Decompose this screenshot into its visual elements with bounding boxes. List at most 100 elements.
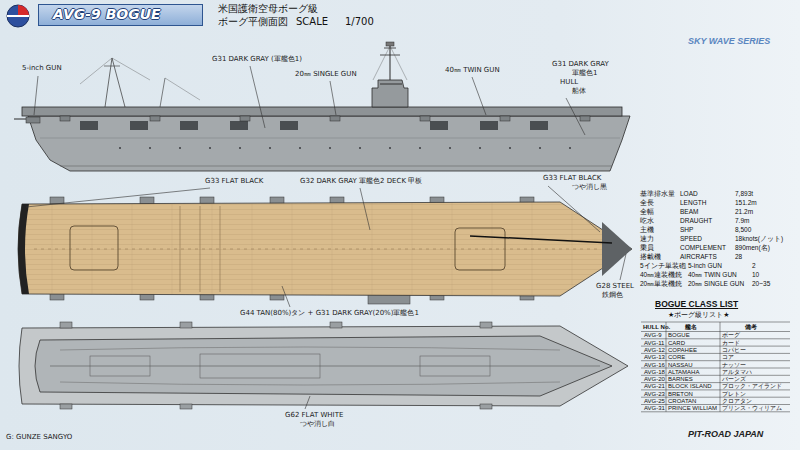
drawing-part	[641, 360, 790, 361]
drawing-part	[112, 58, 150, 80]
drawing-part	[149, 147, 151, 149]
drawing-part	[180, 404, 192, 409]
spec-cell: SPEED	[680, 235, 702, 242]
drawing-part	[34, 249, 598, 250]
class-list-cell: CORE	[668, 354, 685, 361]
drawing-part	[641, 382, 790, 383]
class-list-cell: クロアタン	[722, 398, 752, 405]
spec-cell: 吃水	[640, 217, 654, 224]
drawing-part	[720, 322, 721, 412]
drawing-part	[470, 236, 612, 243]
paint-callout: G62 FLAT WHITE	[285, 411, 343, 419]
title-band: AVG-9 BOGUE	[38, 4, 203, 26]
drawing-part	[18, 204, 29, 294]
drawing-part	[641, 353, 790, 354]
credit-text: G: GUNZE SANGYO	[6, 433, 72, 441]
drawing-part	[500, 116, 510, 121]
heading-text: 米国護衛空母ボーグ級	[218, 3, 318, 15]
drawing-part	[119, 147, 571, 149]
spec-cell: 20㎜単装機銃	[640, 280, 682, 287]
spec-cell: AIRCRAFTS	[680, 253, 717, 260]
drawing-part	[60, 347, 560, 350]
drawing-part	[666, 322, 667, 412]
drawing-part	[28, 116, 630, 171]
spec-cell: 7.9m	[735, 217, 749, 224]
spec-cell: 890men(名)	[735, 244, 770, 251]
drawing-part	[80, 58, 112, 84]
class-list-cell: AVG-12	[644, 347, 665, 354]
drawing-part	[40, 138, 620, 139]
paint-callout: 船体	[572, 87, 586, 95]
paint-callout: つや消し白	[300, 420, 335, 428]
drawing-part	[230, 121, 248, 130]
class-list-cell: ALTAMAHA	[668, 369, 699, 376]
drawing-part	[90, 356, 150, 376]
spec-cell: 7,893t	[735, 190, 753, 197]
paint-callout: G31 DARK GRAY	[552, 60, 609, 68]
drawing-part	[641, 375, 790, 376]
plan-view	[18, 197, 632, 304]
paint-callout: G44 TAN(80%)タン + G31 DARK GRAY(20%)軍艦色1	[240, 309, 419, 317]
spec-cell: 20㎜ SINGLE GUN	[688, 280, 744, 287]
class-list-cell: BRETON	[668, 391, 693, 398]
drawing-part	[305, 396, 310, 409]
drawing-part	[160, 78, 165, 107]
leader-lines	[26, 66, 626, 409]
spec-cell: BEAM	[680, 208, 698, 215]
drawing-part	[641, 404, 790, 405]
paint-callout: G33 FLAT BLACK	[205, 177, 263, 185]
drawing-part	[569, 147, 571, 149]
drawing-part	[449, 147, 451, 149]
table-subheading: ★ボーグ級リスト★	[668, 311, 730, 319]
spec-cell: 28	[735, 253, 742, 260]
drawing-part	[119, 147, 121, 149]
drawing-part	[7, 5, 29, 27]
drawing-part	[641, 338, 790, 339]
drawing-part	[26, 117, 40, 123]
drawing-part	[359, 147, 361, 149]
class-list-cell: PRINCE WILLIAM	[668, 405, 717, 412]
drawing-part	[384, 48, 396, 49]
drawing-part	[60, 322, 492, 409]
drawing-part	[641, 331, 790, 332]
class-list-cell: AVG-20	[644, 376, 665, 383]
drawing-part	[209, 147, 211, 149]
class-list-cell: AVG-31	[644, 405, 665, 412]
drawing-part	[566, 98, 585, 135]
drawing-part	[641, 389, 790, 390]
drawing-part	[200, 206, 201, 292]
class-list-cell: ボーグ	[722, 332, 740, 339]
spec-cell: DRAUGHT	[680, 217, 712, 224]
drawing-part	[386, 42, 394, 46]
maker-name: PIT-ROAD JAPAN	[688, 429, 763, 439]
spec-cell: 40㎜連装機銃	[640, 271, 682, 278]
class-list-cell: プリンス・ウィリアム	[722, 405, 782, 412]
drawing-part	[180, 121, 198, 130]
drawing-part	[620, 254, 626, 280]
class-list-cell: コア	[722, 354, 734, 361]
side-view	[14, 42, 630, 171]
class-list-cell: AVG-21	[644, 383, 665, 390]
spec-cell: SHP	[680, 226, 693, 233]
table-heading: BOGUE CLASS LIST	[655, 300, 738, 310]
drawing-part	[104, 66, 120, 67]
drawing-part	[180, 206, 181, 292]
drawing-part	[112, 58, 125, 107]
class-list-cell: AVG-23	[644, 391, 665, 398]
class-list-cell: ブレトン	[722, 391, 746, 398]
drawing-part	[389, 147, 391, 149]
class-table-grid	[641, 322, 790, 412]
drawing-part	[80, 121, 548, 130]
drawing-part	[60, 116, 590, 121]
paint-callout: G33 FLAT BLACK	[543, 174, 601, 182]
title-text: AVG-9 BOGUE	[53, 5, 188, 24]
drawing-part	[330, 81, 336, 115]
drawing-part	[14, 119, 26, 120]
drawing-part	[372, 80, 408, 107]
drawing-part	[641, 346, 790, 347]
drawing-part	[330, 322, 342, 328]
class-list-cell: BOGUE	[668, 332, 690, 339]
drawing-part	[480, 322, 492, 328]
class-list-cell: ブロック・アイランド	[722, 383, 782, 390]
